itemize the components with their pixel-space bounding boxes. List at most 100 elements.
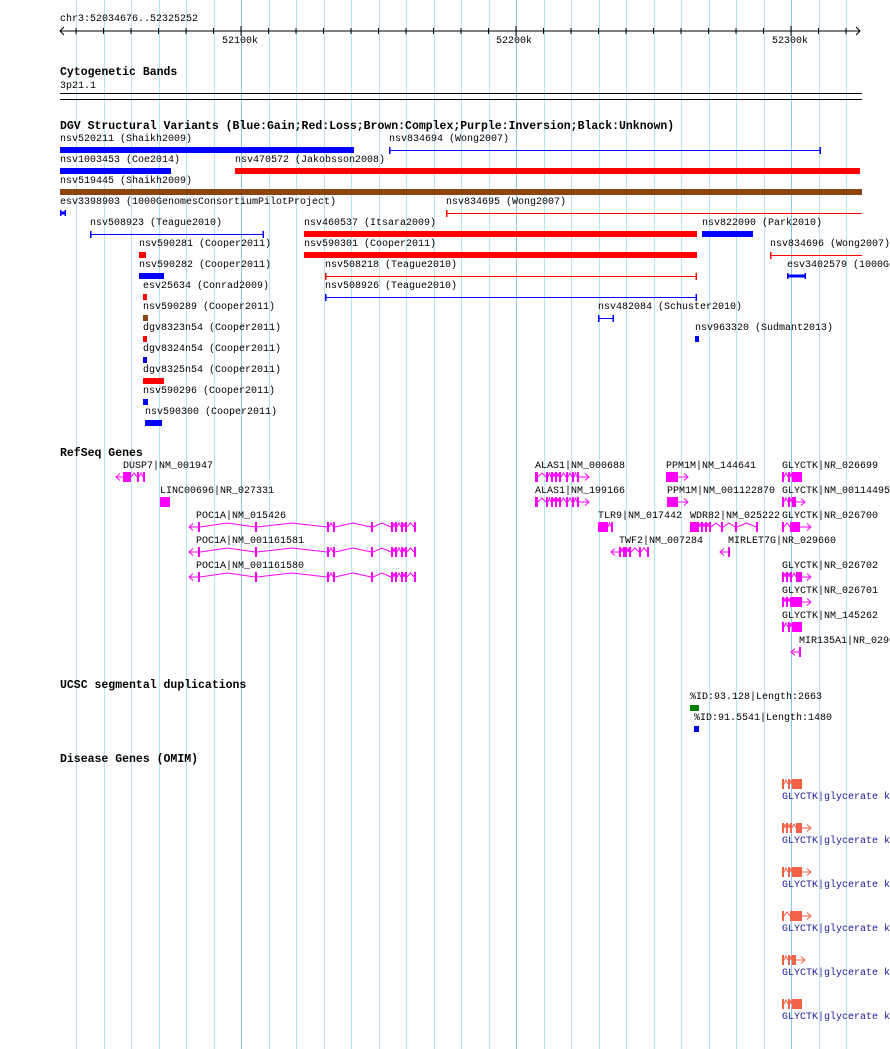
dgv-variant-feature[interactable] — [0, 210, 890, 217]
dgv-variant-feature[interactable] — [0, 315, 890, 322]
gene-feature[interactable] — [0, 496, 890, 507]
gene-label[interactable]: PPM1M|NM_144641 — [666, 461, 757, 472]
dgv-variant-feature[interactable] — [0, 273, 890, 280]
dgv-variant-feature[interactable] — [0, 378, 890, 385]
omim-gene-label[interactable]: GLYCTK|glycerate k — [782, 968, 890, 979]
dgv-variant-label[interactable]: nsv590301 (Cooper2011) — [304, 239, 437, 250]
gene-feature[interactable] — [0, 597, 890, 607]
omim-gene-feature[interactable] — [0, 998, 890, 1009]
dgv-variant-label[interactable]: nsv508218 (Teague2010) — [325, 260, 458, 271]
cytoband-label[interactable]: 3p21.1 — [60, 81, 97, 92]
dgv-variant-label[interactable]: nsv1003453 (Coe2014) — [60, 155, 181, 166]
gene-feature[interactable] — [0, 521, 890, 532]
gene-label[interactable]: ALAS1|NM_199166 — [535, 486, 626, 497]
dgv-variant-label[interactable]: nsv822090 (Park2010) — [702, 218, 823, 229]
dgv-variant-label[interactable]: nsv834696 (Wong2007) — [770, 239, 890, 250]
dgv-variant-label[interactable]: nsv834694 (Wong2007) — [389, 134, 510, 145]
dgv-variant-label[interactable]: dgv8323n54 (Cooper2011) — [143, 323, 282, 334]
gene-feature[interactable] — [0, 621, 890, 632]
dgv-variant-feature[interactable] — [0, 147, 890, 154]
gene-label[interactable]: GLYCTK|NR_026701 — [782, 586, 879, 597]
segdup-label[interactable]: %ID:93.128|Length:2663 — [690, 692, 823, 703]
dgv-variant-feature[interactable] — [0, 231, 890, 238]
dgv-variant-label[interactable]: dgv8324n54 (Cooper2011) — [143, 344, 282, 355]
gene-feature[interactable] — [0, 522, 890, 532]
gene-label[interactable]: GLYCTK|NM_00114495 — [782, 486, 890, 497]
dgv-variant-label[interactable]: nsv508926 (Teague2010) — [325, 281, 458, 292]
gene-label[interactable]: ALAS1|NM_000688 — [535, 461, 626, 472]
dgv-variant-feature[interactable] — [0, 168, 890, 175]
gene-feature[interactable] — [0, 547, 890, 557]
dgv-variant-feature[interactable] — [0, 294, 890, 301]
gene-feature[interactable] — [0, 547, 890, 557]
omim-gene-label[interactable]: GLYCTK|glycerate k — [782, 792, 890, 803]
dgv-variant-feature[interactable] — [0, 231, 890, 238]
gene-feature[interactable] — [0, 521, 890, 532]
dgv-variant-label[interactable]: nsv482084 (Schuster2010) — [598, 302, 743, 313]
dgv-variant-label[interactable]: nsv590296 (Cooper2011) — [143, 386, 276, 397]
dgv-variant-label[interactable]: nsv590289 (Cooper2011) — [143, 302, 276, 313]
gene-label[interactable]: MIR135A1|NR_0290 — [799, 636, 890, 647]
dgv-variant-label[interactable]: esv25634 (Conrad2009) — [143, 281, 270, 292]
segdup-feature[interactable] — [694, 726, 699, 732]
dgv-variant-label[interactable]: nsv590281 (Cooper2011) — [139, 239, 272, 250]
gene-label[interactable]: TLR9|NM_017442 — [598, 511, 683, 522]
gene-feature[interactable] — [0, 496, 890, 507]
dgv-variant-feature[interactable] — [0, 189, 890, 196]
dgv-variant-label[interactable]: dgv8325n54 (Cooper2011) — [143, 365, 282, 376]
dgv-variant-label[interactable]: esv3398903 (1000GenomesConsortiumPilotPr… — [60, 197, 337, 208]
gene-feature[interactable] — [0, 471, 890, 482]
gene-label[interactable]: GLYCTK|NR_026700 — [782, 511, 879, 522]
dgv-variant-feature[interactable] — [0, 315, 890, 322]
gene-label[interactable]: GLYCTK|NM_145262 — [782, 611, 879, 622]
dgv-variant-label[interactable]: nsv519445 (Shaikh2009) — [60, 176, 193, 187]
dgv-variant-feature[interactable] — [0, 336, 890, 343]
gene-label[interactable]: POC1A|NM_001161581 — [196, 536, 305, 547]
gene-label[interactable]: PPM1M|NM_001122870 — [667, 486, 776, 497]
omim-gene-feature[interactable] — [0, 822, 890, 833]
gene-label[interactable]: MIRLET7G|NR_029660 — [728, 536, 837, 547]
dgv-variant-feature[interactable] — [0, 252, 890, 259]
gene-feature[interactable] — [0, 571, 890, 582]
gene-feature[interactable] — [0, 471, 890, 482]
omim-gene-label[interactable]: GLYCTK|glycerate k — [782, 836, 890, 847]
gene-feature[interactable] — [0, 647, 890, 657]
dgv-variant-label[interactable]: nsv520211 (Shaikh2009) — [60, 134, 193, 145]
dgv-variant-label[interactable]: nsv590300 (Cooper2011) — [145, 407, 278, 418]
segdup-feature[interactable] — [690, 705, 699, 711]
dgv-variant-label[interactable]: nsv834695 (Wong2007) — [446, 197, 567, 208]
omim-gene-label[interactable]: GLYCTK|glycerate k — [782, 880, 890, 891]
dgv-variant-label[interactable]: nsv470572 (Jakobsson2008) — [235, 155, 386, 166]
dgv-variant-feature[interactable] — [0, 273, 890, 280]
dgv-variant-feature[interactable] — [0, 336, 890, 343]
dgv-variant-label[interactable]: nsv460537 (Itsara2009) — [304, 218, 437, 229]
dgv-variant-feature[interactable] — [0, 252, 890, 259]
gene-feature[interactable] — [0, 522, 890, 532]
gene-label[interactable]: WDR82|NM_025222 — [690, 511, 781, 522]
gene-feature[interactable] — [0, 497, 890, 507]
omim-gene-label[interactable]: GLYCTK|glycerate k — [782, 1012, 890, 1023]
gene-label[interactable]: DUSP7|NM_001947 — [123, 461, 214, 472]
segdup-label[interactable]: %ID:91.5541|Length:1480 — [694, 713, 833, 724]
dgv-variant-feature[interactable] — [0, 294, 890, 301]
dgv-variant-feature[interactable] — [0, 357, 890, 364]
dgv-variant-feature[interactable] — [0, 168, 890, 175]
dgv-variant-feature[interactable] — [0, 210, 890, 217]
dgv-variant-feature[interactable] — [0, 147, 890, 154]
gene-label[interactable]: TWF2|NM_007284 — [619, 536, 704, 547]
dgv-variant-label[interactable]: nsv590282 (Cooper2011) — [139, 260, 272, 271]
dgv-variant-label[interactable]: esv3402579 (1000Ge — [787, 260, 890, 271]
gene-feature[interactable] — [0, 471, 890, 482]
gene-feature[interactable] — [0, 546, 890, 557]
dgv-variant-feature[interactable] — [0, 231, 890, 238]
omim-gene-feature[interactable] — [0, 778, 890, 789]
gene-feature[interactable] — [0, 497, 890, 507]
gene-label[interactable]: GLYCTK|NR_026702 — [782, 561, 879, 572]
gene-feature[interactable] — [0, 571, 890, 582]
gene-feature[interactable] — [0, 472, 890, 482]
omim-gene-label[interactable]: GLYCTK|glycerate k — [782, 924, 890, 935]
gene-label[interactable]: POC1A|NM_015426 — [196, 511, 287, 522]
omim-gene-feature[interactable] — [0, 911, 890, 921]
gene-label[interactable]: LINC00696|NR_027331 — [160, 486, 275, 497]
dgv-variant-feature[interactable] — [0, 273, 890, 280]
